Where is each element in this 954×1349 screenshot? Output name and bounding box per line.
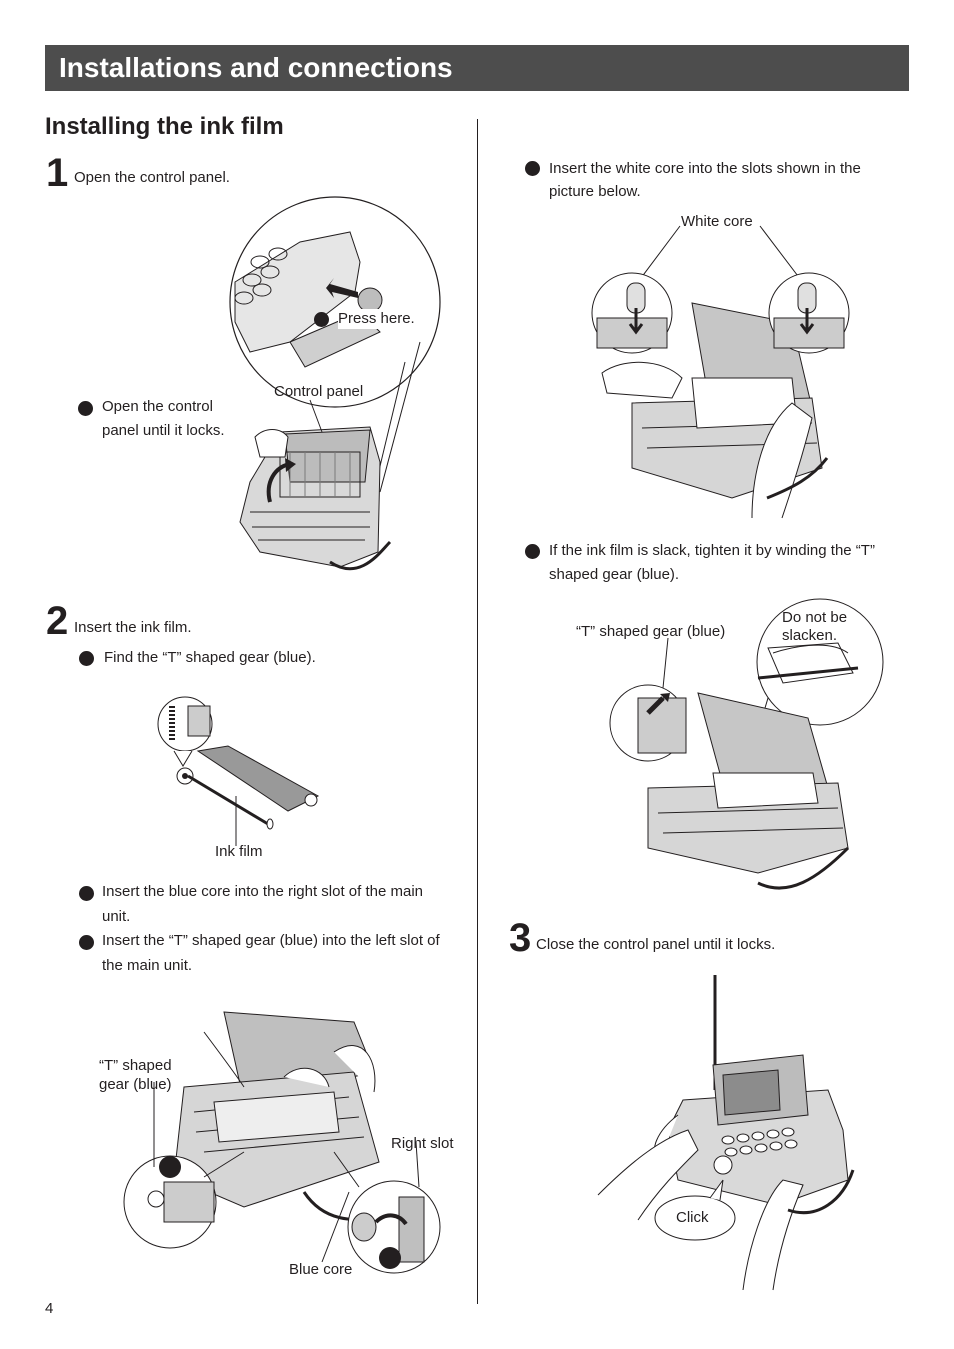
do-not-slacken-line2: slacken. bbox=[782, 627, 838, 644]
white-core-text-line1: Insert the white core into the slots sho… bbox=[549, 160, 861, 177]
step-1-number: 1 bbox=[46, 151, 69, 195]
blue-core-label: Blue core bbox=[289, 1261, 353, 1278]
step-3-number: 3 bbox=[509, 916, 532, 960]
step-2-number: 2 bbox=[46, 599, 69, 643]
step-2-text: Insert the ink film. bbox=[74, 619, 192, 636]
t-gear-text-line1: Insert the “T” shaped gear (blue) into t… bbox=[102, 932, 440, 949]
step-1-text: Open the control panel. bbox=[74, 169, 230, 186]
white-core-illustration bbox=[591, 225, 850, 519]
ink-film-label: Ink film bbox=[215, 843, 263, 860]
blue-core-text-line2: unit. bbox=[102, 908, 131, 925]
close-panel-illustration bbox=[597, 975, 855, 1291]
callout-b-marker bbox=[79, 886, 94, 901]
callout-e-marker bbox=[525, 544, 540, 559]
callout-d-marker bbox=[525, 161, 540, 176]
callout-c-marker bbox=[79, 935, 94, 950]
control-panel-label: Control panel bbox=[274, 383, 364, 400]
t-gear-text-line2: the main unit. bbox=[102, 957, 193, 974]
white-core-label: White core bbox=[681, 213, 753, 230]
do-not-slacken-line1: Do not be bbox=[782, 609, 848, 626]
open-until-locks-line1: Open the control bbox=[102, 398, 213, 415]
callout-a-marker bbox=[79, 651, 94, 666]
step-1-illustration bbox=[229, 196, 441, 571]
insert-ink-film-illustration bbox=[123, 1011, 441, 1274]
t-gear-blue-label: “T” shaped gear (blue) bbox=[576, 623, 726, 640]
blue-core-text-line1: Insert the blue core into the right slot… bbox=[102, 883, 424, 900]
t-gear-label-line1: “T” shaped bbox=[99, 1057, 172, 1074]
slack-text-line1: If the ink film is slack, tighten it by … bbox=[549, 542, 875, 559]
section-title: Installing the ink film bbox=[45, 113, 284, 140]
tighten-film-illustration bbox=[609, 598, 884, 890]
find-t-gear-text: Find the “T” shaped gear (blue). bbox=[104, 649, 316, 666]
click-label: Click bbox=[676, 1209, 709, 1226]
column-divider bbox=[477, 119, 478, 1304]
white-core-text-line2: picture below. bbox=[549, 183, 641, 200]
section-header-bar: Installations and connections bbox=[45, 45, 909, 91]
open-until-locks-line2: panel until it locks. bbox=[102, 422, 225, 439]
page-number: 4 bbox=[45, 1300, 54, 1317]
right-slot-label: Right slot bbox=[391, 1135, 454, 1152]
t-gear-label-line2: gear (blue) bbox=[99, 1076, 172, 1093]
slack-text-line2: shaped gear (blue). bbox=[549, 566, 680, 583]
page-header-title: Installations and connections bbox=[59, 52, 453, 83]
callout-a-marker bbox=[314, 312, 329, 327]
press-here-label: Press here. bbox=[338, 309, 415, 329]
ink-film-illustration bbox=[157, 696, 320, 846]
callout-b-marker bbox=[78, 401, 93, 416]
step-3-text: Close the control panel until it locks. bbox=[536, 936, 776, 953]
